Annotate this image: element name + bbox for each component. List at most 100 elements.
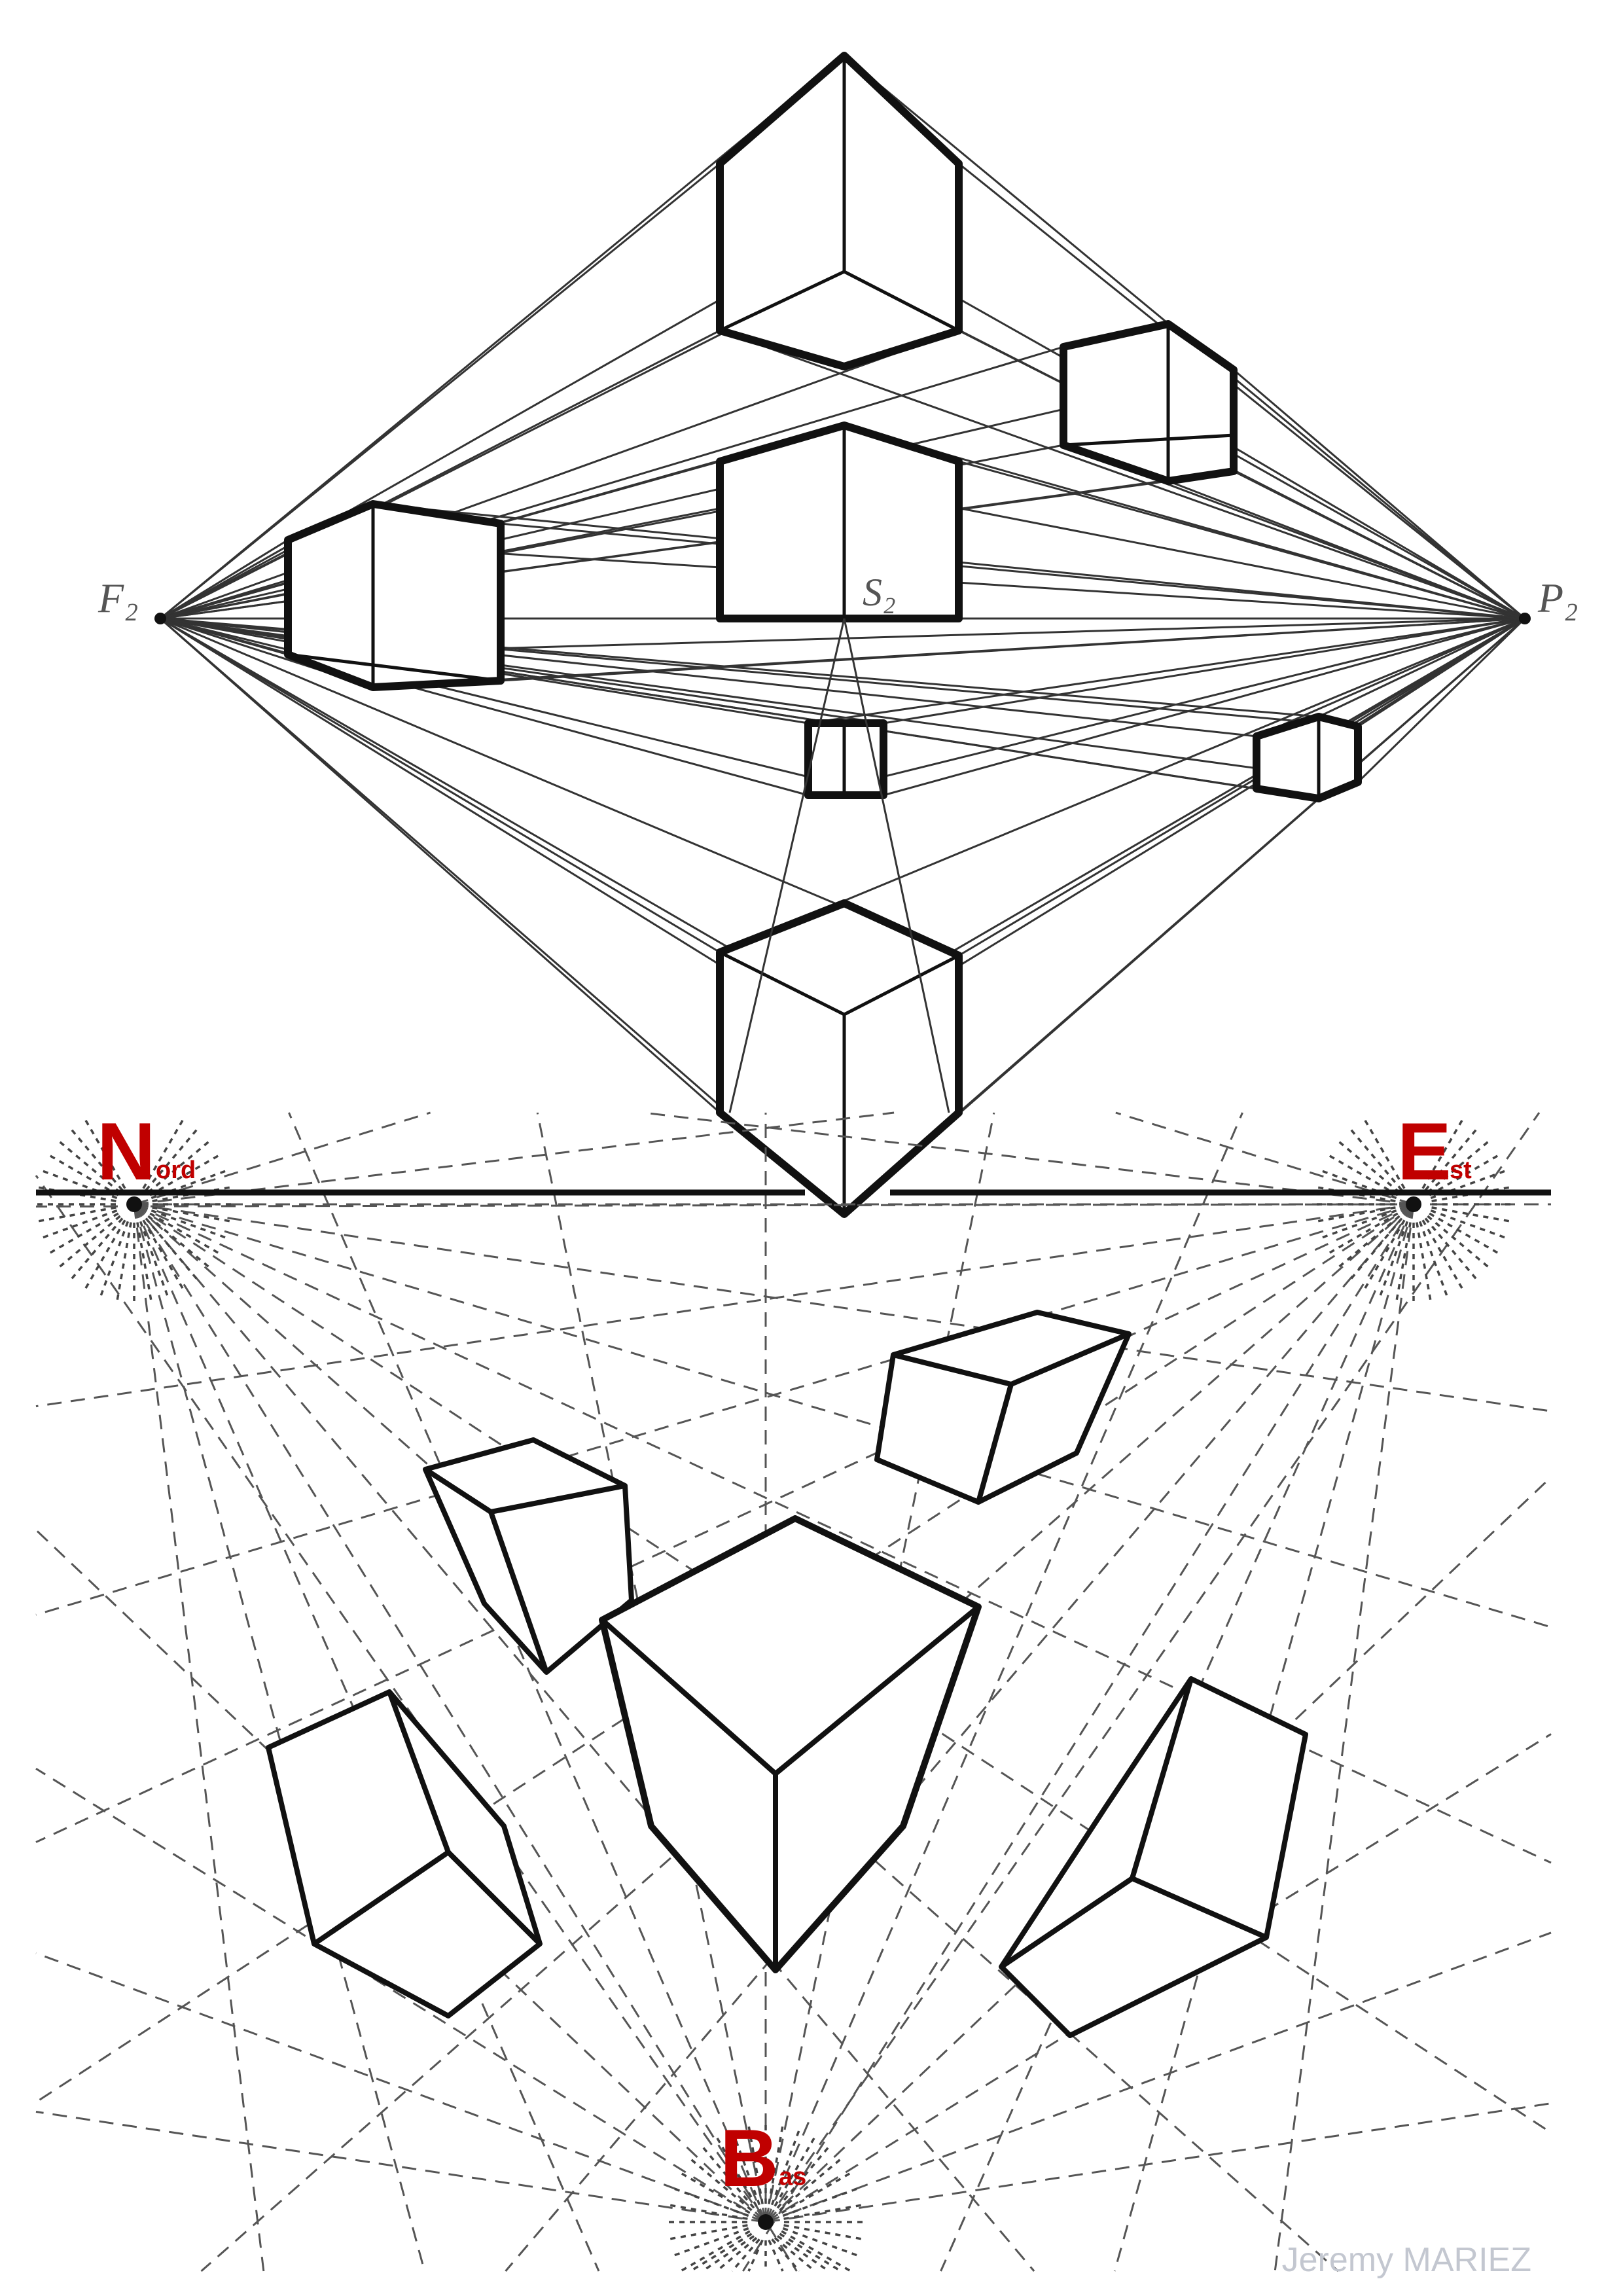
center-label: S₂ — [863, 571, 896, 614]
burst-ray — [1316, 1206, 1396, 1223]
burst-ray — [781, 2230, 851, 2272]
construction-line — [958, 162, 1525, 620]
burst-ray — [1429, 1212, 1499, 1255]
cube-back-right — [874, 1310, 1132, 1505]
burst-ray — [673, 2227, 749, 2257]
cube-front-left — [266, 1689, 543, 2018]
burst-ray — [1395, 1222, 1412, 1302]
author-credit: Jeremy MARIEZ — [1282, 2241, 1531, 2279]
burst-ray — [84, 1219, 126, 1290]
cube-front-right — [999, 1676, 1308, 2038]
burst-ray — [37, 1186, 116, 1202]
burst-ray — [1430, 1209, 1507, 1239]
dashed-construction-line — [35, 1203, 1414, 1208]
direction-bas-suffix: as — [779, 2163, 806, 2191]
construction-line — [1233, 368, 1525, 620]
construction-line — [160, 329, 721, 620]
burst-ray — [149, 1212, 220, 1255]
upper-perspective-diagram: S₂ F₂ P₂ — [98, 52, 1578, 1218]
burst-ray — [116, 1222, 132, 1302]
burst-ray — [1349, 1217, 1403, 1281]
burst-ray — [783, 2224, 863, 2240]
construction-line — [844, 617, 1525, 1016]
burst-ray — [1431, 1206, 1511, 1223]
construction-line — [160, 539, 289, 620]
burst-ray — [41, 1209, 118, 1239]
vanishing-point-bursts — [36, 1119, 1512, 2272]
vanishing-point-left-marker — [154, 613, 166, 624]
burst-ray — [781, 2172, 851, 2214]
vanishing-point-right-label: P₂ — [1537, 575, 1578, 621]
direction-est-suffix: st — [1450, 1157, 1472, 1184]
direction-nord-suffix: ord — [156, 1157, 196, 1184]
burst-ray — [779, 2158, 842, 2212]
vanishing-point-marker — [758, 2214, 774, 2230]
dashed-construction-line — [742, 1204, 1415, 2272]
burst-ray — [783, 2204, 863, 2220]
burst-ray — [779, 2233, 842, 2272]
direction-label-bas: B as — [720, 2113, 806, 2204]
burst-ray — [1349, 1128, 1403, 1191]
dashed-construction-line — [765, 2102, 1552, 2223]
burst-ray — [1427, 1140, 1490, 1194]
dashed-construction-line — [134, 1111, 431, 1206]
construction-line — [808, 617, 1525, 797]
burst-ray — [151, 1209, 227, 1239]
burst-ray — [731, 2238, 760, 2272]
block-right-small — [1253, 713, 1362, 802]
burst-ray — [690, 2233, 753, 2272]
dashed-construction-line — [765, 1733, 1552, 2223]
dashed-construction-line — [133, 1204, 600, 2272]
dashed-construction-line — [134, 1203, 1552, 1412]
dashed-construction-line — [134, 1203, 1552, 1864]
dashed-construction-line — [35, 1952, 766, 2223]
construction-line — [719, 617, 1525, 954]
burst-ray — [145, 1217, 198, 1281]
construction-line — [1233, 470, 1525, 620]
burst-ray — [1316, 1186, 1396, 1202]
burst-ray — [149, 1154, 220, 1196]
burst-ray — [1424, 1217, 1478, 1281]
burst-ray — [1328, 1154, 1399, 1196]
dashed-construction-line — [35, 1767, 766, 2223]
burst-ray — [152, 1206, 232, 1223]
construction-line — [1168, 480, 1525, 620]
construction-line — [160, 617, 809, 797]
burst-ray — [58, 1140, 121, 1194]
burst-ray — [1421, 1119, 1464, 1189]
dashed-construction-line — [1274, 1204, 1415, 2272]
dashed-construction-line — [133, 1204, 426, 2272]
burst-ray — [768, 2125, 784, 2204]
construction-line — [808, 617, 1525, 725]
center-block: S₂ — [716, 422, 963, 622]
burst-ray — [715, 2236, 758, 2272]
burst-ray — [152, 1186, 232, 1202]
cube-bottom — [716, 618, 963, 1218]
burst-ray — [774, 2236, 816, 2272]
burst-ray — [48, 1154, 119, 1196]
burst-ray — [1424, 1128, 1478, 1191]
dashed-construction-line — [764, 1476, 1552, 2223]
burst-ray — [673, 2187, 749, 2217]
burst-ray — [747, 2125, 764, 2204]
dashed-construction-line — [35, 2111, 766, 2223]
construction-line — [372, 617, 1525, 689]
construction-line — [160, 617, 884, 797]
block-left — [284, 500, 505, 691]
vanishing-point-marker — [1406, 1196, 1421, 1212]
burst-ray — [1421, 1219, 1464, 1290]
dashed-construction-line — [35, 1175, 767, 2223]
burst-ray — [142, 1219, 185, 1290]
construction-line — [1318, 617, 1525, 718]
burst-ray — [1363, 1119, 1406, 1189]
dashed-construction-line — [134, 1111, 895, 1206]
dashed-construction-line — [35, 1203, 1414, 2104]
block-center-small — [804, 719, 887, 799]
burst-ray — [1337, 1215, 1400, 1268]
burst-ray — [1321, 1209, 1397, 1239]
burst-ray — [747, 2239, 764, 2272]
burst-ray — [48, 1212, 119, 1255]
burst-ray — [58, 1215, 121, 1268]
burst-ray — [70, 1128, 124, 1191]
